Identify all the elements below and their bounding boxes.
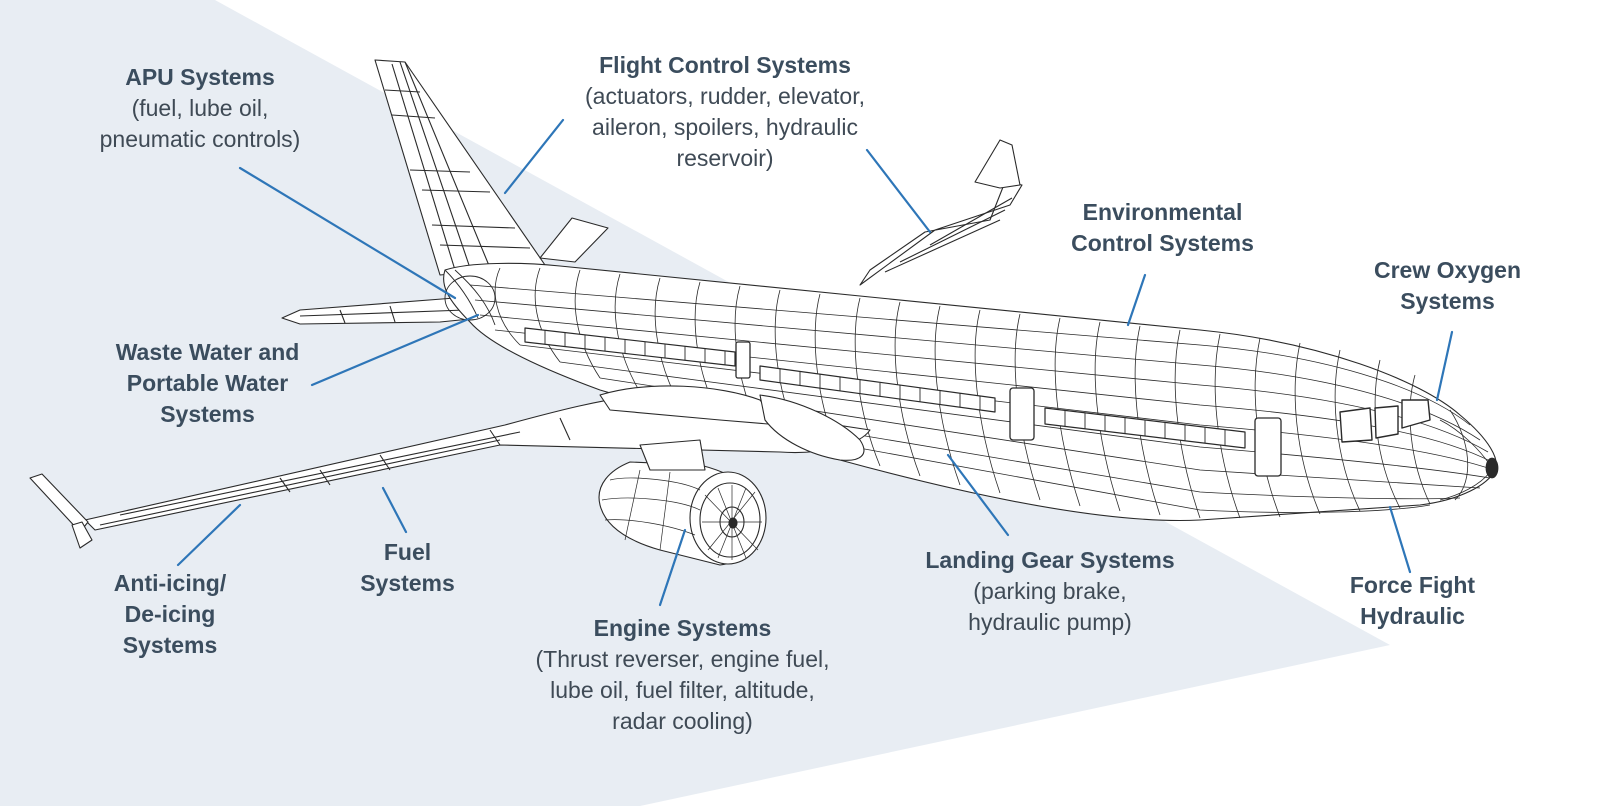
callout-title: Force Fight Hydraulic [1349, 572, 1476, 629]
fuselage [443, 262, 1497, 522]
leader-line-flight-control-right [865, 148, 932, 234]
leader-line-waste-water [310, 313, 480, 387]
callout-title: Crew Oxygen Systems [1374, 257, 1521, 314]
engine-nacelle [598, 439, 767, 566]
nose-cone [1439, 409, 1499, 501]
leader-lines [176, 118, 1454, 607]
callout-title: APU Systems [125, 64, 275, 90]
leader-line-landing-gear [946, 453, 1010, 537]
callout-description: (Thrust reverser, engine fuel, lube oil,… [535, 646, 830, 734]
callout-description: (parking brake, hydraulic pump) [968, 578, 1132, 635]
gear-fairing [759, 394, 865, 461]
fuselage-frame-mesh [494, 267, 1431, 519]
far-wing [859, 139, 1023, 286]
leader-line-flight-control [503, 118, 565, 195]
leader-line-engine [658, 528, 687, 607]
callout-environmental: Environmental Control Systems [1040, 197, 1285, 259]
far-stabilizer [539, 217, 609, 263]
callout-crew-oxygen: Crew Oxygen Systems [1350, 255, 1545, 317]
callout-force-fight: Force Fight Hydraulic [1320, 570, 1505, 632]
vertical-tail [374, 59, 546, 276]
callout-title: Fuel Systems [360, 539, 455, 596]
callout-flight-control: Flight Control Systems (actuators, rudde… [540, 50, 910, 174]
callout-title: Flight Control Systems [599, 52, 851, 78]
window-dividers [544, 330, 1226, 446]
callout-title: Engine Systems [593, 615, 772, 641]
doors [735, 341, 1282, 477]
callout-title: Environmental Control Systems [1071, 199, 1254, 256]
leader-line-crew-oxygen [1435, 330, 1454, 402]
callout-apu: APU Systems (fuel, lube oil, pneumatic c… [70, 62, 330, 155]
callout-waste-water: Waste Water and Portable Water Systems [85, 337, 330, 430]
near-wing [84, 385, 871, 531]
callout-description: (actuators, rudder, elevator, aileron, s… [585, 83, 865, 171]
cockpit-windows [1339, 399, 1431, 443]
leader-line-force-fight [1388, 505, 1412, 574]
tail-cone [444, 269, 496, 326]
leader-line-apu [238, 166, 457, 300]
leader-line-anti-icing [176, 503, 242, 567]
callout-description: (fuel, lube oil, pneumatic controls) [99, 95, 301, 152]
callout-title: Anti-icing/ De-icing Systems [113, 570, 227, 658]
callout-engine: Engine Systems (Thrust reverser, engine … [500, 613, 865, 737]
callout-title: Landing Gear Systems [925, 547, 1175, 573]
leader-line-fuel [381, 486, 408, 534]
leader-line-environmental [1126, 273, 1147, 327]
aircraft-wireframe [29, 59, 1499, 566]
winglet [29, 473, 93, 549]
callout-fuel: Fuel Systems [335, 537, 480, 599]
callout-title: Waste Water and Portable Water Systems [115, 339, 300, 427]
callout-landing-gear: Landing Gear Systems (parking brake, hyd… [890, 545, 1210, 638]
callout-anti-icing: Anti-icing/ De-icing Systems [80, 568, 260, 661]
